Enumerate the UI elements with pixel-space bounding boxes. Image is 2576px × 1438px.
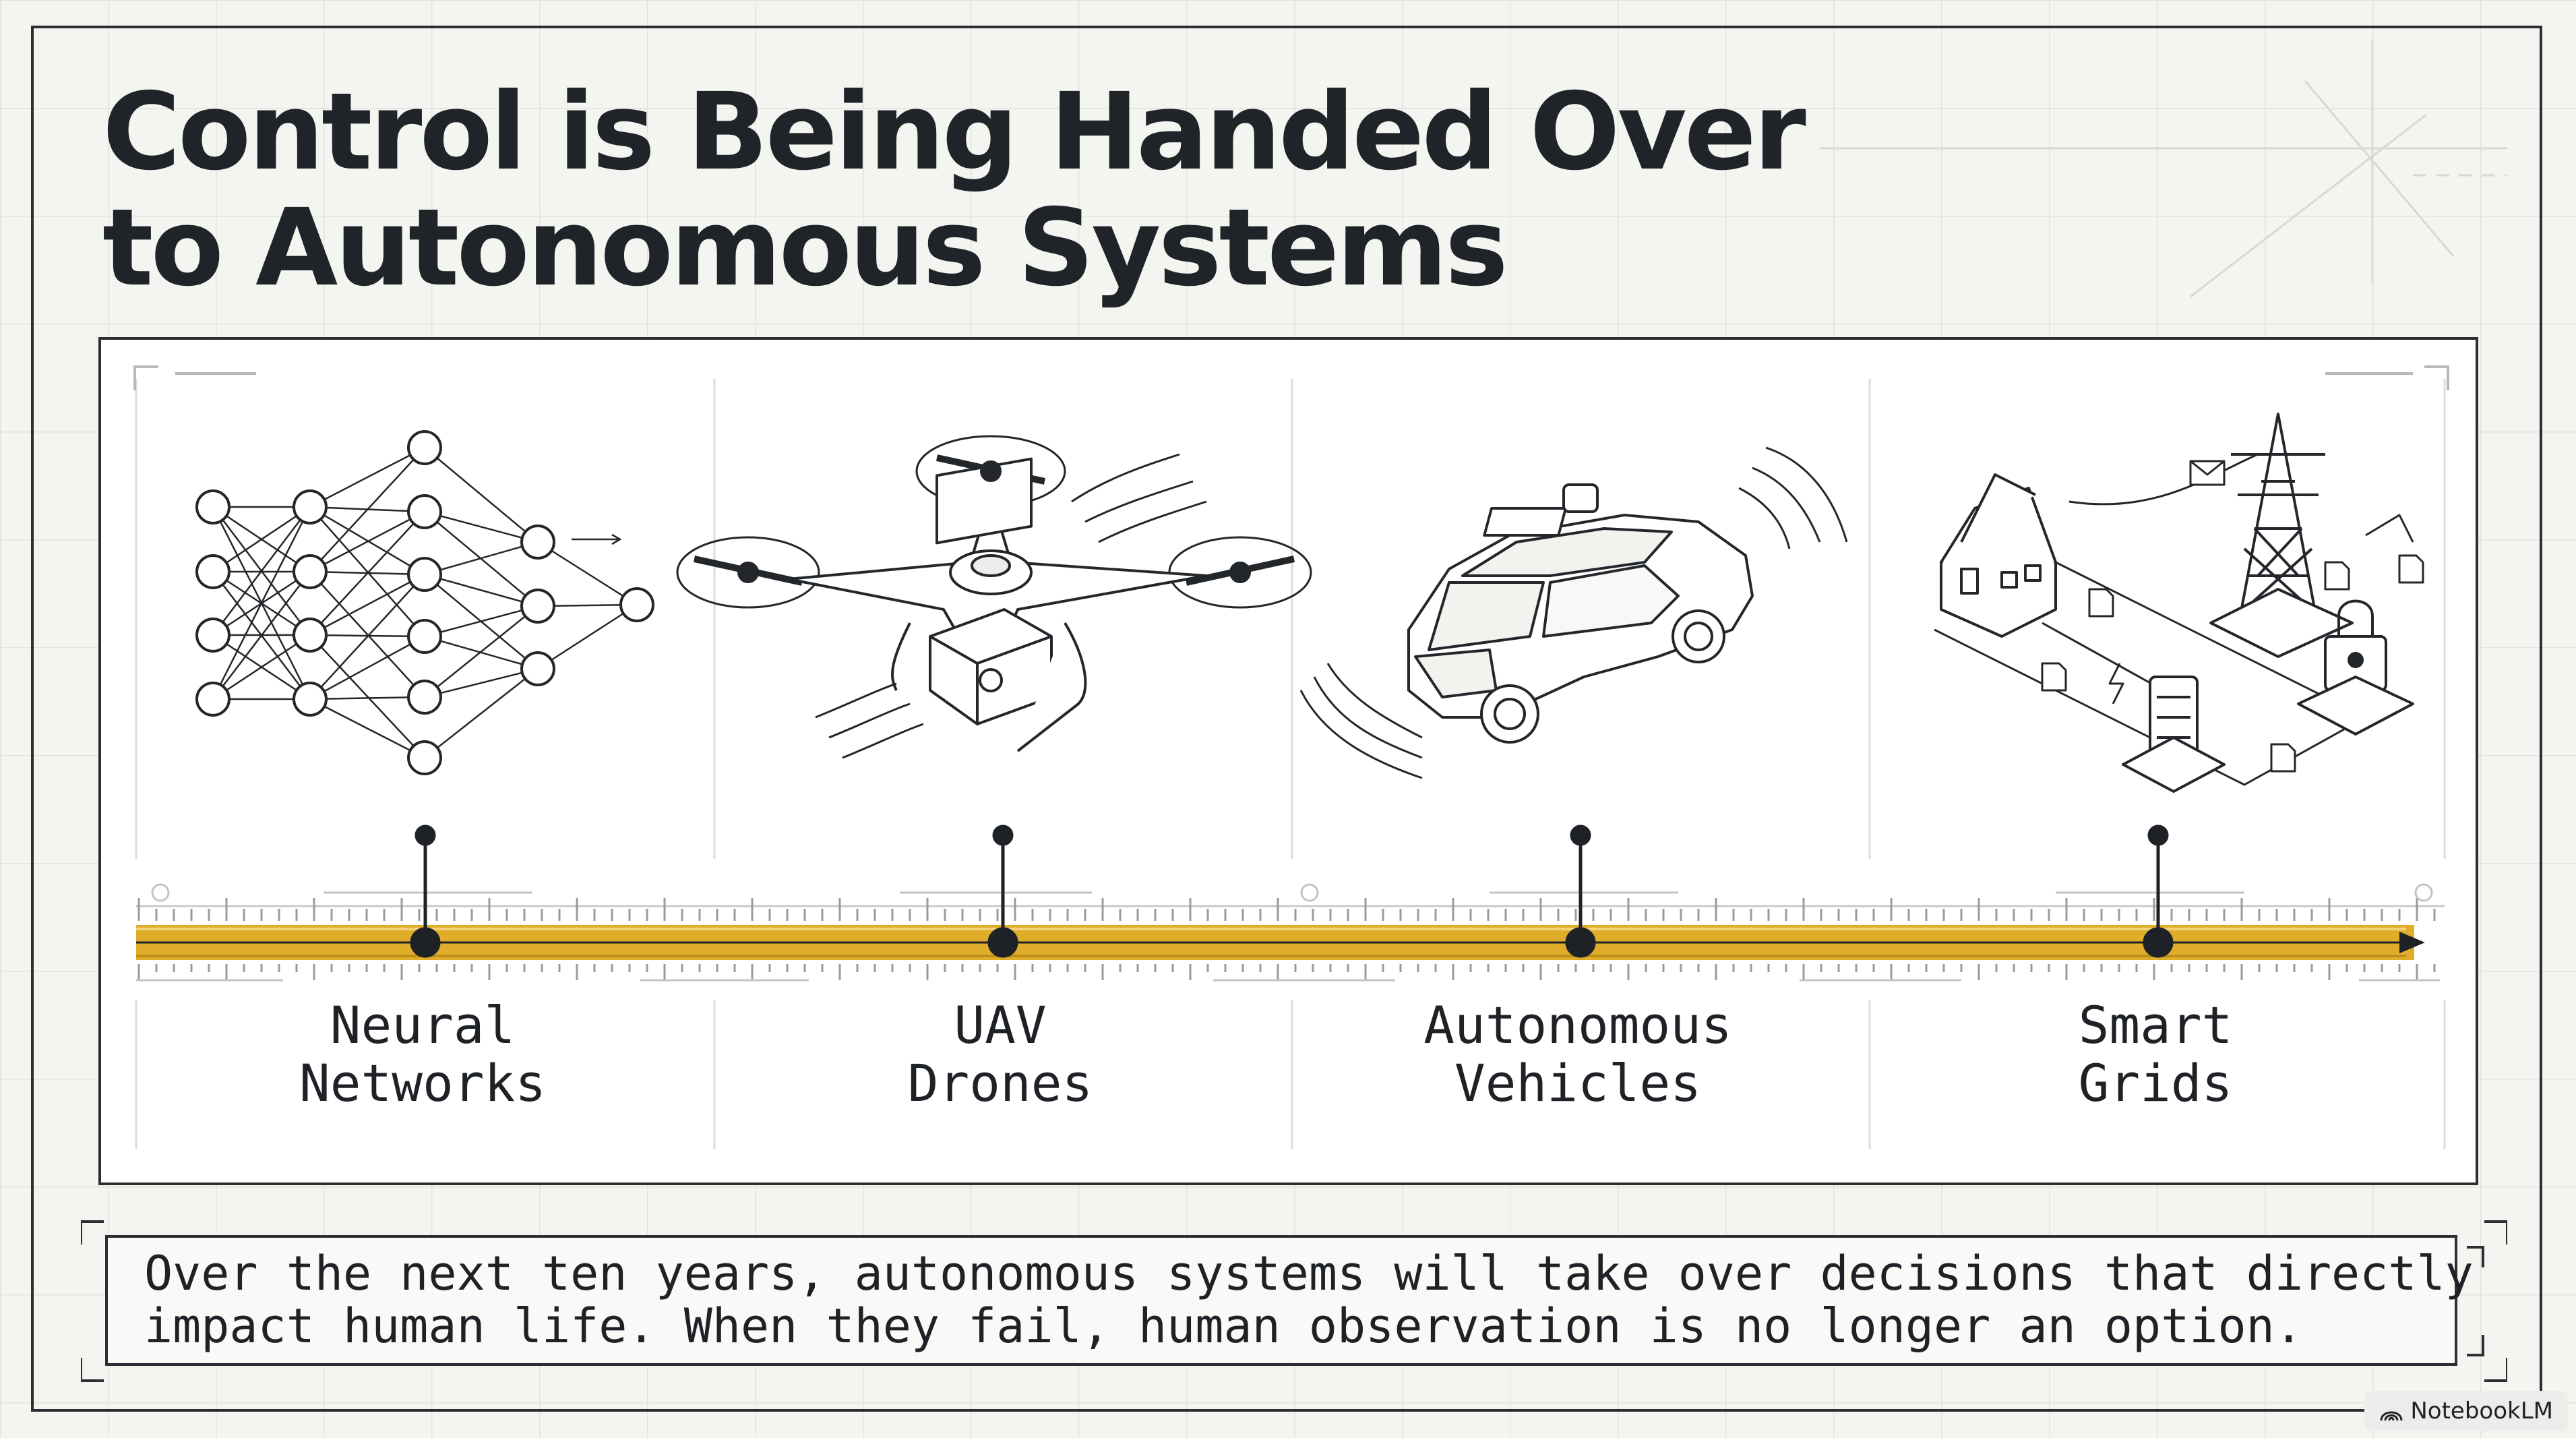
label-line-1: Autonomous xyxy=(1423,995,1732,1055)
timeline-milestones xyxy=(410,825,2174,958)
notebooklm-logo-icon xyxy=(2380,1411,2403,1420)
timeline-panel xyxy=(98,337,2478,1185)
timeline-illustration xyxy=(133,365,2449,1149)
caption-line-2: impact human life. When they fail, human… xyxy=(144,1298,2303,1354)
branding-label: NotebookLM xyxy=(2410,1398,2553,1425)
title-line-2: to Autonomous Systems xyxy=(102,186,1508,310)
page-title: Control is Being Handed Over to Autonomo… xyxy=(102,70,1806,310)
slide-frame xyxy=(31,26,2542,1412)
timeline-label-uav-drones: UAV Drones xyxy=(764,996,1236,1112)
drone-icon xyxy=(676,435,1312,759)
timeline-label-neural-networks: Neural Networks xyxy=(187,996,658,1112)
label-line-2: Networks xyxy=(299,1053,547,1113)
caption-text: Over the next ten years, autonomous syst… xyxy=(144,1246,2474,1354)
autonomous-car-icon xyxy=(1299,446,1848,779)
caption-box xyxy=(105,1235,2457,1366)
label-line-1: Neural xyxy=(330,995,516,1055)
label-line-2: Drones xyxy=(907,1053,1093,1113)
label-line-1: UAV xyxy=(954,995,1047,1055)
branding-badge: NotebookLM xyxy=(2364,1391,2568,1431)
neural-network-icon xyxy=(195,430,654,775)
ruler-ticks xyxy=(136,898,2445,980)
timeline-label-autonomous-vehicles: Autonomous Vehicles xyxy=(1342,996,1814,1112)
title-line-1: Control is Being Handed Over xyxy=(102,70,1806,194)
timeline-label-smart-grids: Smart Grids xyxy=(1920,996,2391,1112)
smart-grid-icon xyxy=(1934,413,2424,793)
label-line-2: Grids xyxy=(2078,1053,2233,1113)
timeline-arrowhead xyxy=(2399,932,2425,953)
caption-line-1: Over the next ten years, autonomous syst… xyxy=(144,1246,2474,1301)
label-line-2: Vehicles xyxy=(1454,1053,1702,1113)
label-line-1: Smart xyxy=(2078,995,2233,1055)
